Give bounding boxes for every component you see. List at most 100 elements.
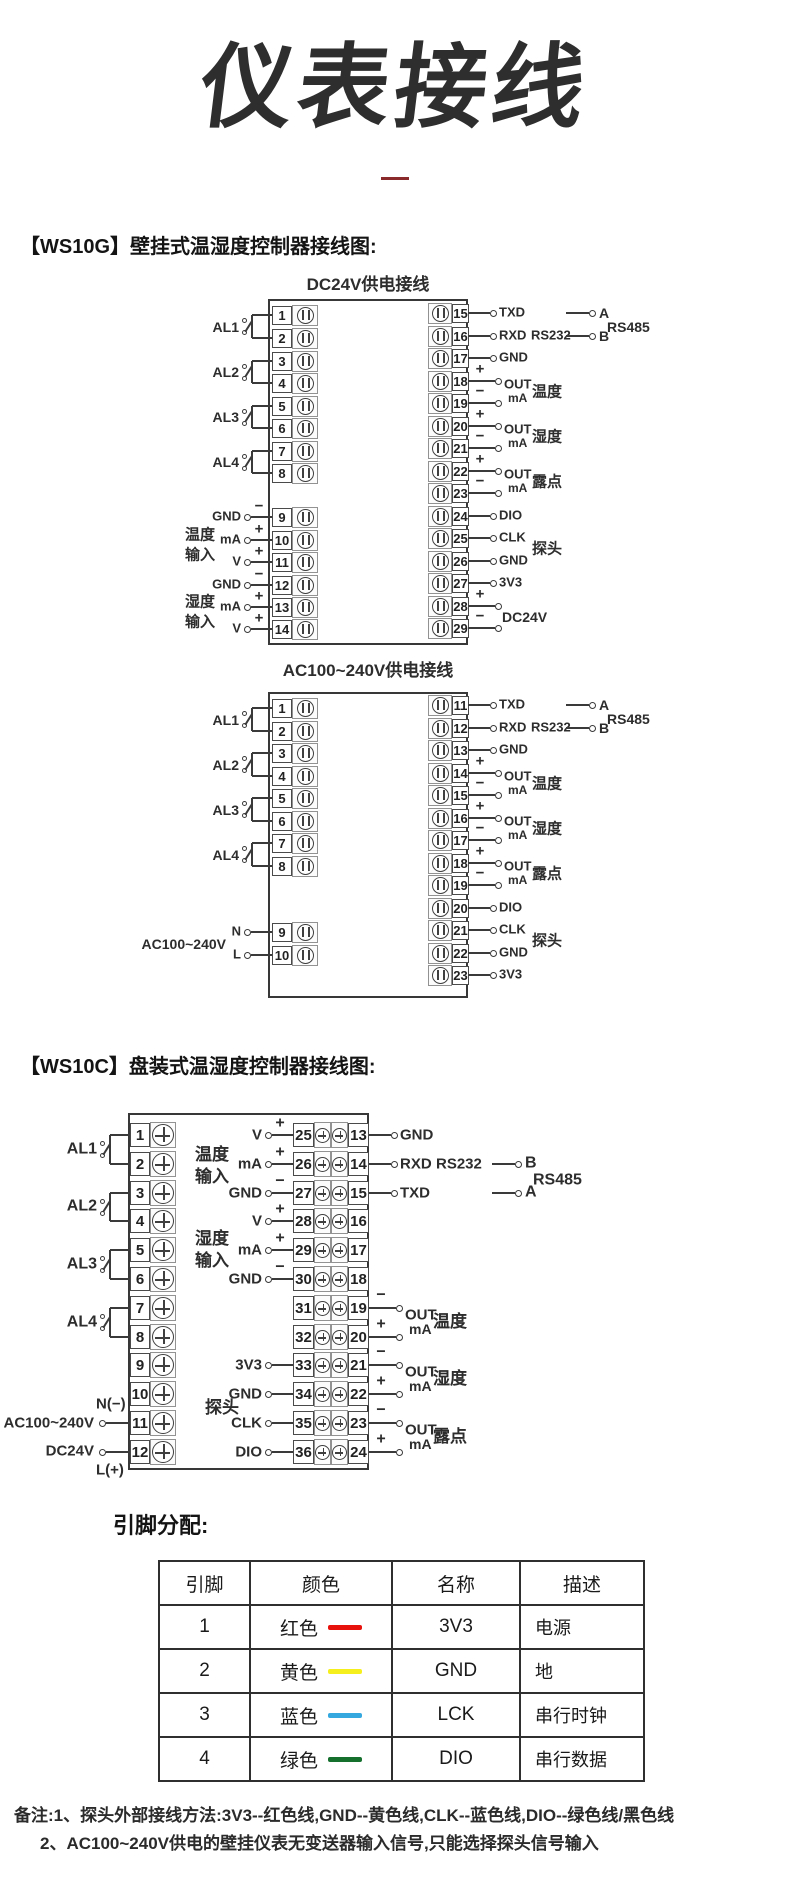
terminal-screw — [292, 944, 318, 966]
signal-name-cell: DIO — [391, 1736, 521, 1782]
screw-slot — [443, 577, 445, 588]
terminal-screw — [292, 832, 318, 854]
terminal-number: 11 — [130, 1411, 150, 1435]
wire-terminal-dot — [494, 467, 502, 475]
alarm-output-label: AL2 — [66, 1197, 97, 1215]
wire-terminal-dot — [494, 489, 502, 497]
screw-head-icon — [431, 899, 449, 917]
screw-slot — [322, 1303, 325, 1312]
screw-slot — [335, 1365, 343, 1367]
color-swatch-yellow — [328, 1668, 362, 1674]
screw-slot — [443, 857, 445, 868]
polarity-sign: + — [475, 797, 485, 815]
polarity-sign: + — [275, 1200, 285, 1218]
terminal-number: 2 — [272, 721, 292, 741]
screw-slot — [163, 1127, 165, 1142]
input-pin-label: GND — [212, 508, 241, 524]
screw-slot — [437, 699, 439, 710]
screw-head-icon — [296, 789, 314, 807]
wire-terminal-dot — [264, 1419, 272, 1427]
screw-head-icon — [296, 306, 314, 324]
terminal-number: 4 — [272, 373, 292, 393]
screw-slot — [437, 510, 439, 521]
input-pin-label: mA — [237, 1155, 262, 1173]
out-label: OUT — [504, 858, 532, 874]
terminal-screw — [331, 1295, 348, 1321]
terminal-number: 12 — [130, 1440, 150, 1464]
terminal-number: 6 — [130, 1267, 150, 1291]
screw-slot — [308, 467, 310, 478]
input-pin-label: N — [231, 923, 241, 939]
terminal-screw — [150, 1410, 176, 1436]
polarity-sign: − — [376, 1343, 386, 1361]
screw-slot — [443, 812, 445, 823]
screw-head-icon — [315, 1300, 330, 1316]
wire-terminal-dot — [489, 724, 497, 732]
screw-head-icon — [431, 876, 449, 894]
terminal-screw — [314, 1324, 331, 1350]
wire — [110, 1163, 130, 1165]
terminal-screw — [428, 415, 452, 437]
screw-slot — [443, 699, 445, 710]
diagram-label: 探头 — [205, 1397, 239, 1417]
alarm-output-label: AL1 — [212, 711, 239, 728]
wire-terminal-dot — [494, 769, 502, 777]
wire — [468, 862, 495, 864]
terminal-number: 23 — [348, 1411, 369, 1435]
wire-terminal-dot — [264, 1217, 272, 1225]
screw-slot — [318, 1337, 326, 1339]
alarm-output-label: AL2 — [212, 756, 239, 773]
terminal-number: 6 — [272, 811, 292, 831]
screw-slot — [339, 1274, 342, 1283]
wire-terminal-dot — [494, 836, 502, 844]
wire — [251, 843, 253, 866]
out-unit-label: mA — [508, 873, 528, 888]
screw-slot — [302, 556, 304, 567]
screw-head-icon — [431, 741, 449, 759]
screw-head-icon — [431, 417, 449, 435]
wire — [251, 361, 253, 383]
terminal-screw — [292, 417, 318, 439]
screw-head-icon — [431, 719, 449, 737]
title-divider — [381, 177, 409, 180]
wire — [110, 1134, 130, 1136]
terminal-number: 21 — [348, 1353, 369, 1377]
terminal-number: 18 — [452, 371, 469, 391]
wire-terminal-dot — [395, 1361, 403, 1369]
terminal-number: 19 — [348, 1296, 369, 1320]
terminal-number: 16 — [452, 808, 469, 828]
screw-slot — [335, 1221, 343, 1223]
screw-slot — [163, 1242, 165, 1257]
screw-head-icon — [332, 1386, 347, 1402]
polarity-sign: + — [275, 1143, 285, 1161]
screw-slot — [163, 1185, 165, 1200]
footnote-line: 备注:1、探头外部接线方法:3V3--红色线,GND--黄色线,CLK--蓝色线… — [14, 1806, 675, 1825]
screw-head-icon — [431, 597, 449, 615]
terminal-number: 15 — [452, 303, 469, 323]
color-name: 蓝色 — [279, 1706, 318, 1728]
screw-slot — [308, 601, 310, 612]
output-pin-label: CLK — [499, 529, 526, 545]
wire — [251, 561, 272, 563]
terminal-number: 20 — [348, 1325, 369, 1349]
screw-head-icon — [332, 1185, 347, 1201]
screw-slot — [437, 397, 439, 408]
terminal-screw — [331, 1180, 348, 1206]
screw-slot — [437, 902, 439, 913]
terminal-number: 10 — [272, 945, 292, 965]
screw-head-icon — [296, 598, 314, 616]
terminal-screw — [428, 874, 452, 896]
alarm-output-label: AL4 — [212, 453, 239, 470]
terminal-number: 9 — [272, 507, 292, 527]
terminal-screw — [428, 550, 452, 572]
terminal-number: 28 — [293, 1209, 314, 1233]
screw-head-icon — [296, 374, 314, 392]
out-label: OUT — [504, 421, 532, 437]
switch-contact-icon — [241, 465, 247, 471]
pin-number-cell: 2 — [158, 1648, 251, 1694]
terminal-number: 8 — [272, 463, 292, 483]
screw-head-icon — [431, 786, 449, 804]
screw-head-icon — [296, 508, 314, 526]
screw-head-icon — [152, 1124, 174, 1146]
screw-slot — [335, 1135, 343, 1137]
